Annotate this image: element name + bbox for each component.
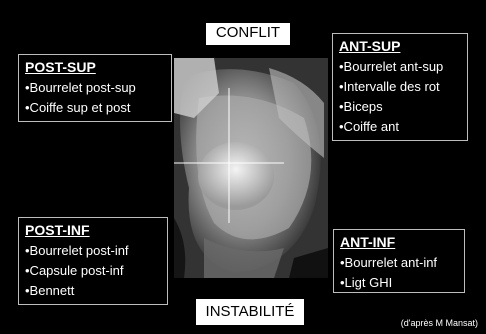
- zone-item: •Coiffe ant: [339, 117, 461, 137]
- zone-item: •Biceps: [339, 97, 461, 117]
- zone-ant-inf: ANT-INF •Bourrelet ant-inf •Ligt GHI: [333, 229, 465, 293]
- zone-title: ANT-SUP: [339, 38, 461, 55]
- zone-title: POST-INF: [25, 222, 161, 239]
- zone-item: •Bourrelet ant-sup: [339, 57, 461, 77]
- credit-text: (d'après M Mansat): [401, 318, 478, 328]
- zone-post-inf: POST-INF •Bourrelet post-inf •Capsule po…: [18, 217, 168, 305]
- zone-item: •Intervalle des rot: [339, 77, 461, 97]
- arthroscopy-photo: [174, 58, 328, 278]
- zone-ant-sup: ANT-SUP •Bourrelet ant-sup •Intervalle d…: [332, 33, 468, 141]
- zone-item: •Coiffe sup et post: [25, 98, 165, 118]
- zone-item: •Bennett: [25, 281, 161, 301]
- zone-post-sup: POST-SUP •Bourrelet post-sup •Coiffe sup…: [18, 54, 172, 122]
- zone-title: POST-SUP: [25, 59, 165, 76]
- zone-title: ANT-INF: [340, 234, 458, 251]
- zone-item: •Bourrelet post-inf: [25, 241, 161, 261]
- zone-item: •Bourrelet ant-inf: [340, 253, 458, 273]
- zone-item: •Ligt GHI: [340, 273, 458, 293]
- zone-item: •Capsule post-inf: [25, 261, 161, 281]
- conflit-label: CONFLIT: [205, 22, 291, 46]
- arthroscopy-image: [174, 58, 328, 278]
- instabilite-label: INSTABILITÉ: [195, 298, 305, 326]
- zone-item: •Bourrelet post-sup: [25, 78, 165, 98]
